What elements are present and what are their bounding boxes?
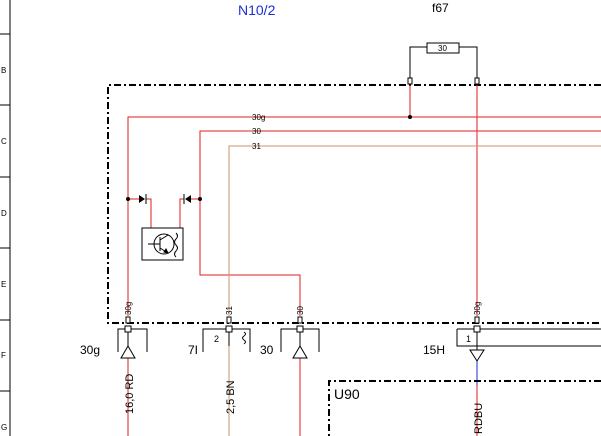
pin-label-30g: 30g bbox=[124, 302, 133, 315]
connector-7I-number: 2 bbox=[214, 334, 219, 344]
wire-label-rdbu: RDBU bbox=[473, 403, 485, 434]
border-letter: G bbox=[1, 423, 7, 432]
fuse-f67: 30 bbox=[407, 42, 480, 85]
transistor-module bbox=[141, 227, 184, 261]
connector-label-15H: 15H bbox=[423, 343, 445, 357]
red-wires bbox=[127, 85, 601, 436]
module-u90-boundary bbox=[328, 380, 601, 436]
pin-terminals bbox=[125, 316, 480, 324]
border-ticks bbox=[0, 33, 10, 392]
wire-label-bn: 2,5 BN bbox=[225, 380, 237, 414]
module-u90-title: U90 bbox=[334, 386, 360, 402]
diode-left bbox=[139, 194, 147, 204]
border-letter: E bbox=[1, 280, 6, 289]
connector-15H-number: 1 bbox=[466, 334, 471, 344]
brown-wire bbox=[228, 145, 601, 436]
connector-7I bbox=[202, 325, 251, 352]
wire-label-30g: 30g bbox=[252, 113, 265, 122]
border-letter: C bbox=[1, 137, 7, 146]
wire-label-rd: 16,0 RD bbox=[124, 374, 136, 414]
connector-label-30g: 30g bbox=[80, 343, 100, 357]
pin-label-31: 31 bbox=[225, 306, 234, 315]
wire-label-30: 30 bbox=[252, 127, 261, 136]
pin-label-30: 30 bbox=[296, 306, 305, 315]
connector-30 bbox=[280, 325, 320, 359]
wire-label-31: 31 bbox=[252, 142, 261, 151]
border-letter: F bbox=[1, 351, 6, 360]
fuse-title: f67 bbox=[432, 1, 449, 15]
border-letter: D bbox=[1, 209, 7, 218]
connector-15H bbox=[456, 325, 601, 362]
connector-label-7I: 7I bbox=[188, 343, 198, 357]
connector-30g bbox=[117, 325, 148, 359]
junction-dots bbox=[126, 115, 412, 201]
border-letters: B C D E F G bbox=[1, 66, 7, 432]
diode-right bbox=[183, 194, 191, 204]
fuse-rating: 30 bbox=[438, 44, 447, 53]
border-letter: B bbox=[1, 66, 6, 75]
module-boundary bbox=[107, 84, 601, 324]
module-title: N10/2 bbox=[238, 2, 276, 18]
connector-label-30: 30 bbox=[260, 343, 274, 357]
pin-label-30g-right: 30g bbox=[473, 302, 482, 315]
